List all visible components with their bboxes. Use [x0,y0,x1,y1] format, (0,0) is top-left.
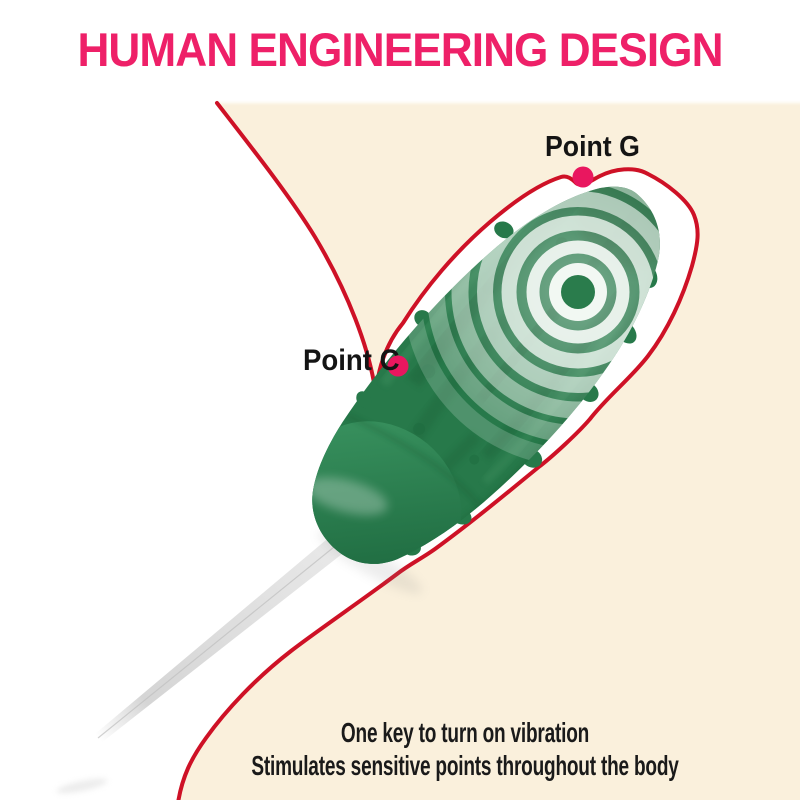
cucumber-base-cap [298,413,481,580]
caption-line-2: Stimulates sensitive points throughout t… [251,750,679,781]
caption-text: One key to turn on vibration Stimulates … [251,716,679,782]
point-g-label: Point G [545,131,640,163]
body-outline-curve [176,101,700,800]
background-cream-region [178,103,800,800]
page-title: HUMAN ENGINEERING DESIGN [77,23,723,76]
point-c-marker-dot [387,355,409,377]
point-g-marker-dot [572,166,594,188]
point-c-label: Point C [303,344,400,377]
cord-wire [56,540,342,794]
caption-line-1: One key to turn on vibration [340,717,590,748]
